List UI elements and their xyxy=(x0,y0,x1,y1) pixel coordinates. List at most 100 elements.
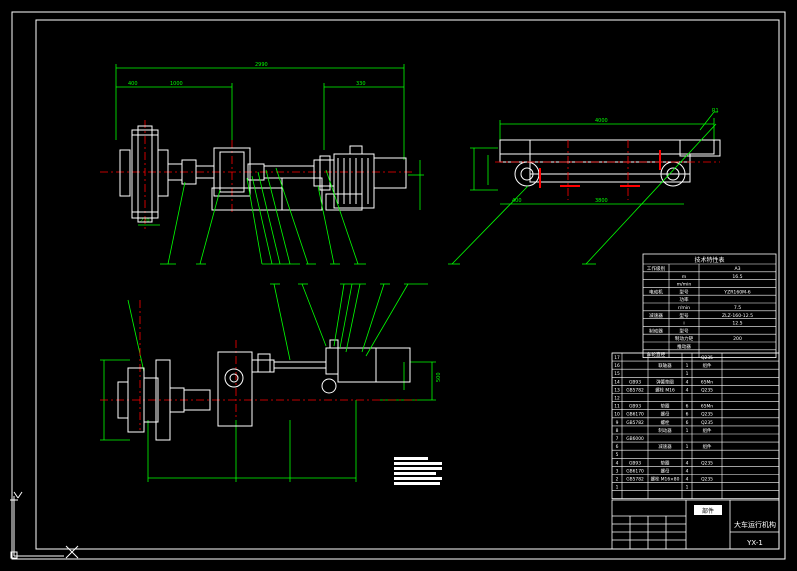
tech-table-cell: 功率 xyxy=(679,296,689,303)
bom-cell: GB6170 xyxy=(626,412,644,418)
dim-r1: R1 xyxy=(712,108,719,114)
bom-cell: 13 xyxy=(614,387,620,393)
bom-cell: Q235 xyxy=(701,387,713,393)
bom-cell: GB93 xyxy=(629,460,641,466)
outer-frame xyxy=(11,11,786,560)
bom-cell: 4 xyxy=(686,468,689,474)
bom-cell: 组件 xyxy=(703,427,712,434)
motor-top xyxy=(313,145,407,211)
bom-cell: GB6000 xyxy=(626,436,644,442)
dim-right-mid: 3800 xyxy=(595,198,608,204)
wheel-top xyxy=(119,125,169,223)
title-block xyxy=(611,499,780,550)
tech-table-cell: 车轮直径 xyxy=(647,351,666,358)
bom-cell: 12 xyxy=(614,396,620,402)
bom-cell: 14 xyxy=(614,379,620,385)
drawing-title: 大车运行机构 xyxy=(734,520,776,529)
bom-cell: 1 xyxy=(686,485,689,491)
bom-cell: 10 xyxy=(614,412,620,418)
bom-cell: 4 xyxy=(686,477,689,483)
tech-table-cell: 200 xyxy=(733,336,742,342)
bom-cell: 65Mn xyxy=(701,404,713,410)
bom-cell: 17 xyxy=(614,355,620,361)
tech-table-cell: YZR160M-6 xyxy=(723,289,751,295)
bom-cell: 4 xyxy=(686,387,689,393)
bom-cell: 6 xyxy=(616,444,619,450)
ucs-icon xyxy=(10,491,79,559)
bom-cell: 螺母 xyxy=(661,467,670,474)
bom-cell: 6 xyxy=(686,404,689,410)
tech-table-cell: 型号 xyxy=(679,288,689,295)
bom-cell: 4 xyxy=(686,460,689,466)
tech-table-cell: A3 xyxy=(734,266,740,272)
bom-cell: 制动器 xyxy=(658,427,672,434)
bom-cell: 螺栓 xyxy=(661,419,670,426)
bom-cell: 垫圈 xyxy=(661,403,670,410)
bom-cell: 组件 xyxy=(703,362,712,369)
bom-cell: 5 xyxy=(616,452,619,458)
bom-cell: GB93 xyxy=(629,404,641,410)
dim-top-right: 330 xyxy=(356,81,366,87)
bom-cell: Q235 xyxy=(701,477,713,483)
bom-cell: 组件 xyxy=(703,443,712,450)
bom-cell: 螺栓 M16 xyxy=(655,386,675,393)
bom-cell: Q235 xyxy=(701,355,713,361)
tech-table-cell: 12.5 xyxy=(732,321,742,327)
tech-table-cell: r/min xyxy=(678,305,690,311)
bom-cell: 弹簧垫圈 xyxy=(656,378,674,385)
bom-cell: GB6170 xyxy=(626,468,644,474)
bom-cell: Q235 xyxy=(701,420,713,426)
tech-table-cell: m xyxy=(682,275,687,280)
tech-table-cell: 7.5 xyxy=(734,305,741,311)
bom-cell: 11 xyxy=(614,404,620,410)
tech-table-cell: ZLZ-160-12.5 xyxy=(722,313,753,319)
tech-table-cell: 电动机 xyxy=(649,288,663,295)
dim-bottom-mid: 500 xyxy=(436,372,442,382)
tech-table-cell: m/min xyxy=(677,282,692,288)
bom-cell: 螺栓 M16×80 xyxy=(651,476,680,483)
bom-cell: 联轴器 xyxy=(658,362,672,369)
bom-cell: 2 xyxy=(616,477,619,483)
reducer-top xyxy=(211,147,323,211)
bom-cell: 3 xyxy=(616,468,619,474)
bom-cell: GB93 xyxy=(629,379,641,385)
bom-cell: 垫圈 xyxy=(661,459,670,466)
bom-cell: Q235 xyxy=(701,460,713,466)
bom-cell: GB5782 xyxy=(626,420,644,426)
bom-cell: 减速器 xyxy=(658,443,672,450)
tech-table-cell: i xyxy=(683,321,684,327)
bom-cell: 7 xyxy=(616,436,619,442)
tech-table-cell: 制动力矩 xyxy=(675,335,694,342)
dim-top-mid: 1000 xyxy=(170,81,183,87)
bom-cell: 螺母 xyxy=(661,411,670,418)
top-assembly-view: 2990 1000 400 330 220 xyxy=(100,62,424,265)
bottom-assembly-view: 500 xyxy=(100,283,442,482)
bom-cell: 1 xyxy=(686,371,689,377)
dim-right-overall: 4000 xyxy=(595,118,608,124)
bom-cell: 9 xyxy=(616,420,619,426)
tech-table-cell: 推动器 xyxy=(677,343,691,350)
tech-table-title: 技术特性表 xyxy=(694,256,724,264)
bom-cell: 4 xyxy=(616,460,619,466)
bom-cell: GB5782 xyxy=(626,477,644,483)
tech-table-cell: 减速器 xyxy=(649,312,663,319)
dim-right-left: 400 xyxy=(512,198,522,204)
tech-table-cell: 工作级别 xyxy=(647,265,666,272)
notes-block xyxy=(394,457,442,485)
tech-table-cell: 制动器 xyxy=(649,327,663,334)
tech-table-cell: 型号 xyxy=(679,312,689,319)
part-label: 部件 xyxy=(702,507,714,515)
bom-cell: 65Mn xyxy=(701,379,713,385)
bom-cell: 16 xyxy=(614,363,620,369)
bom-cell: 1 xyxy=(686,428,689,434)
bom-cell: 1 xyxy=(686,444,689,450)
tech-table-cell: 16.5 xyxy=(732,274,742,280)
bom-cell: 8 xyxy=(616,428,619,434)
inner-frame xyxy=(35,19,780,550)
tech-table-cell: 型号 xyxy=(679,327,689,334)
bom-cell: 1 xyxy=(616,485,619,491)
